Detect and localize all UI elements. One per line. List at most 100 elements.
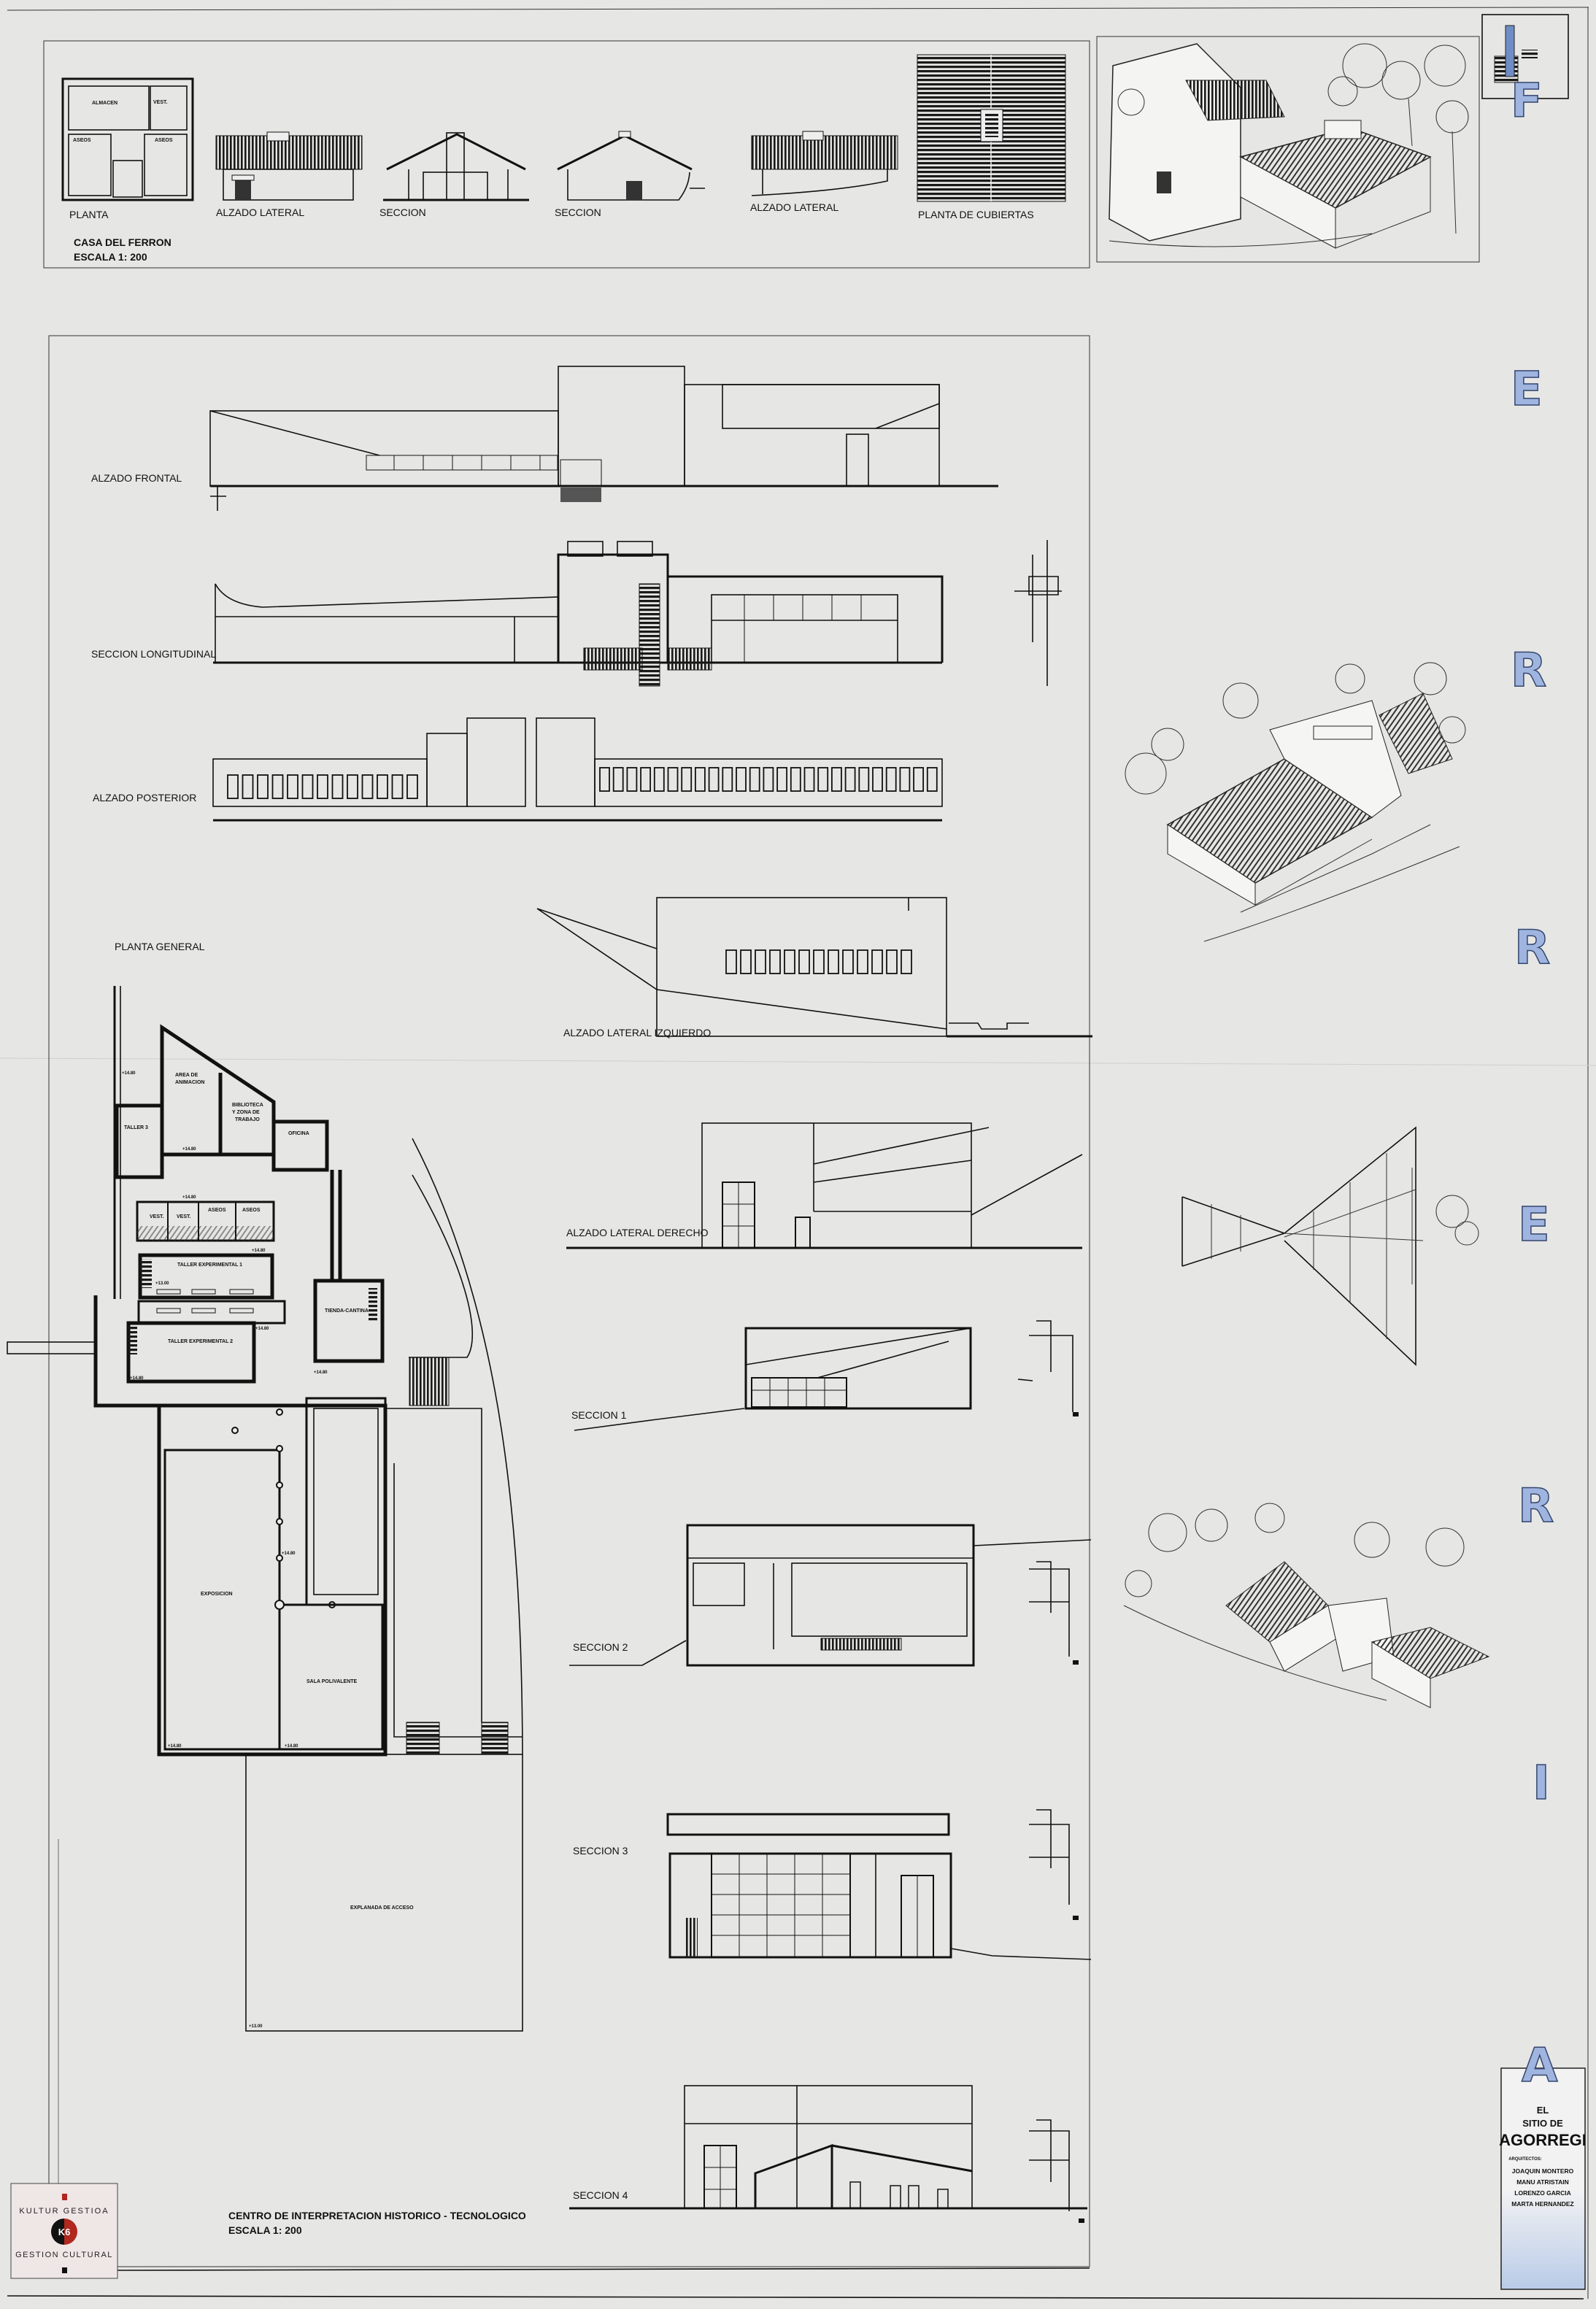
level-mark: +13.00 xyxy=(249,2024,263,2029)
centro-panel: ALZADO FRONTAL SECCION LONGITUDINAL xyxy=(7,335,1092,2271)
ferreria-vertical-title: F E R R E R I xyxy=(1510,74,1554,1811)
title-letter: E xyxy=(1518,1198,1550,1252)
window xyxy=(831,767,842,792)
window xyxy=(798,949,810,974)
window xyxy=(784,949,795,974)
credits-architects-label: ARQUITECTOS: xyxy=(1508,2157,1542,2162)
view-label: ALZADO LATERAL xyxy=(216,207,304,218)
alzado-lateral-izquierdo-drawing xyxy=(536,897,1092,1038)
window xyxy=(391,774,404,799)
casa-ferron-perspective-sketch xyxy=(1096,36,1480,263)
seccion-longitudinal-drawing xyxy=(213,541,944,687)
window xyxy=(242,774,254,799)
seccion-3-drawing xyxy=(666,1813,1092,1960)
perspective-sketch-aerial-1 xyxy=(1125,662,1466,942)
window xyxy=(377,774,388,799)
level-mark: +14.80 xyxy=(255,1327,269,1331)
window xyxy=(406,774,418,799)
credits-place: AGORREGI xyxy=(1499,2131,1587,2149)
room-label-oficina: OFICINA xyxy=(288,1131,309,1136)
window xyxy=(871,949,883,974)
window xyxy=(331,774,344,799)
perspective-sketch-interior xyxy=(1181,1126,1479,1366)
view-label: PLANTA xyxy=(69,209,109,220)
title-letter: R xyxy=(1518,1479,1554,1533)
architect-name: MARTA HERNANDEZ xyxy=(1511,2200,1573,2208)
title-letter: R xyxy=(1514,921,1550,975)
room-label-explanada: EXPLANADA DE ACCESO xyxy=(350,1905,414,1911)
level-mark: +13.00 xyxy=(155,1281,169,1286)
title-letter: F xyxy=(1511,74,1543,128)
room-label-taller-experimental-2: TALLER EXPERIMENTAL 2 xyxy=(168,1339,233,1344)
room-label: ASEOS xyxy=(73,138,91,143)
view-label-planta-general: PLANTA GENERAL xyxy=(115,941,205,952)
logo-bottom-text: GESTION CULTURAL xyxy=(15,2251,113,2259)
window xyxy=(667,767,679,792)
window xyxy=(612,767,624,792)
window xyxy=(901,949,912,974)
window xyxy=(653,767,665,792)
room-label: ALMACEN xyxy=(92,101,117,106)
window xyxy=(769,949,781,974)
seccion-4-drawing xyxy=(569,2085,1087,2210)
casa-ferron-alzado-lateral xyxy=(215,131,363,201)
title-letter: R xyxy=(1511,644,1546,698)
window xyxy=(599,767,610,792)
logo-top-text: KULTUR GESTIOA xyxy=(19,2207,109,2216)
alzado-posterior-drawing xyxy=(212,717,943,822)
window xyxy=(828,949,839,974)
level-mark: +14.80 xyxy=(182,1195,196,1200)
window xyxy=(885,767,897,792)
window xyxy=(899,767,911,792)
window xyxy=(776,767,787,792)
room-labels: TALLER 3 AREA DE ANIMACION BIBLIOTECA Y … xyxy=(122,1071,414,2029)
view-label-alzado-lateral-derecho: ALZADO LATERAL DERECHO xyxy=(566,1227,709,1238)
window xyxy=(803,767,815,792)
level-mark: +14.80 xyxy=(122,1071,136,1076)
window xyxy=(301,774,314,799)
view-label-seccion-3: SECCION 3 xyxy=(573,1845,628,1857)
architect-name: LORENZO GARCIA xyxy=(1514,2189,1570,2197)
casa-ferron-alzado-lateral-2 xyxy=(751,131,898,196)
view-label-alzado-frontal: ALZADO FRONTAL xyxy=(91,472,182,484)
window xyxy=(257,774,269,799)
window xyxy=(763,767,774,792)
window xyxy=(361,774,374,799)
title-letter: I xyxy=(1533,1757,1550,1811)
credits-el: EL xyxy=(1537,2105,1549,2116)
view-label: ALZADO LATERAL xyxy=(750,201,839,213)
logo-mark: K6 xyxy=(58,2227,71,2237)
window xyxy=(844,767,856,792)
casa-ferron-seccion-2 xyxy=(557,131,705,201)
window xyxy=(842,949,854,974)
room-label-biblioteca: Y ZONA DE xyxy=(232,1110,260,1115)
section-detail-marks xyxy=(1014,540,1084,2223)
room-label-vest: VEST. xyxy=(150,1214,164,1219)
view-label-seccion-2: SECCION 2 xyxy=(573,1641,628,1653)
level-mark: +14.80 xyxy=(285,1744,298,1749)
casa-ferron-title: CASA DEL FERRON xyxy=(74,236,171,248)
window xyxy=(227,774,239,799)
room-label-vest: VEST. xyxy=(177,1214,191,1219)
alzado-lateral-derecho-drawing xyxy=(566,1122,1083,1249)
kultur-gestioa-logo: KULTUR GESTIOA K6 GESTION CULTURAL xyxy=(10,2183,118,2279)
room-label-taller-3: TALLER 3 xyxy=(124,1125,148,1130)
room-label-biblioteca: BIBLIOTECA xyxy=(232,1103,263,1108)
sheet-frame xyxy=(0,7,1596,2300)
room-label: ASEOS xyxy=(155,138,173,143)
room-label-sala-polivalente: SALA POLIVALENTE xyxy=(307,1679,358,1684)
window xyxy=(913,767,924,792)
room-label-area-animacion: AREA DE xyxy=(175,1073,198,1078)
window xyxy=(681,767,693,792)
window xyxy=(817,767,829,792)
level-mark: +14.80 xyxy=(282,1551,296,1556)
architect-name: JOAQUIN MONTERO xyxy=(1512,2167,1574,2175)
view-label: SECCION xyxy=(379,207,426,218)
window xyxy=(725,949,737,974)
credits-sitio-de: SITIO DE xyxy=(1522,2118,1563,2129)
centro-scale: ESCALA 1: 200 xyxy=(228,2224,302,2236)
seccion-2-drawing xyxy=(569,1524,1092,1667)
view-label: SECCION xyxy=(555,207,601,218)
architect-name: MANU ATRISTAIN xyxy=(1516,2178,1569,2186)
window xyxy=(722,767,733,792)
